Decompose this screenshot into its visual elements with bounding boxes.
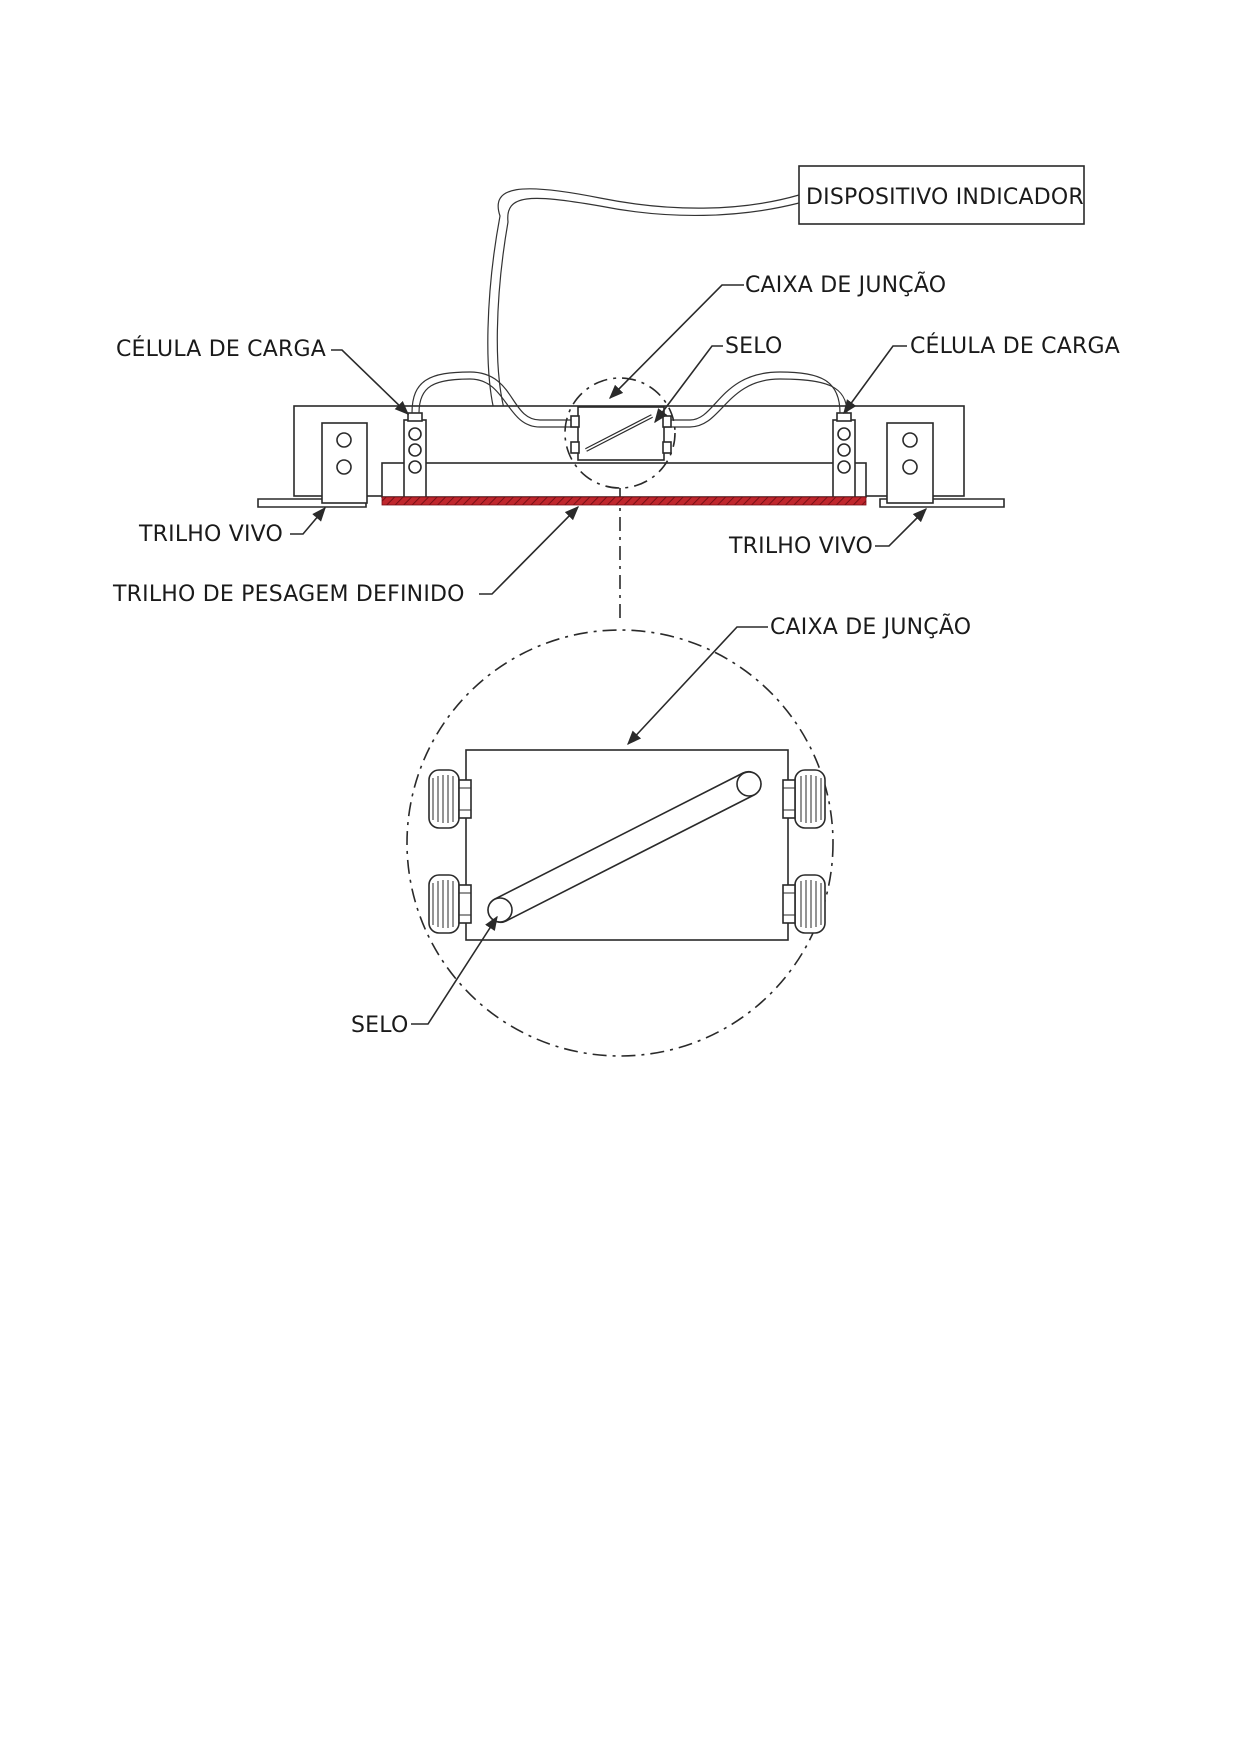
label-seal-top: SELO [725,334,782,359]
junction-box-detail [428,749,826,941]
label-weigh-rail: TRILHO DE PESAGEM DEFINIDO [112,582,465,607]
label-load-cell-left: CÉLULA DE CARGA [116,336,326,362]
left-bracket [321,422,368,504]
cable-right-inner [664,378,848,428]
detail-callout-small [564,377,676,489]
cable-left [411,371,578,421]
cable-left-inner [418,378,578,428]
weigh-rail-red [381,496,867,506]
label-load-cell-right: CÉLULA DE CARGA [910,333,1120,359]
indicator-box [798,165,1085,225]
right-bracket [886,422,934,504]
label-junction-box-top: CAIXA DE JUNÇÃO [745,271,946,298]
label-seal-detail: SELO [351,1013,408,1038]
load-cell-left [403,412,427,498]
label-live-rail-left: TRILHO VIVO [138,522,283,547]
weigh-frame-inner [381,462,867,498]
junction-box-small [570,406,672,461]
detail-callout-large [406,629,834,1057]
label-junction-box-detail: CAIXA DE JUNÇÃO [770,613,971,640]
load-cell-right [832,412,856,498]
indicator-label: DISPOSITIVO INDICADOR [806,185,1084,210]
label-live-rail-right: TRILHO VIVO [728,534,873,559]
